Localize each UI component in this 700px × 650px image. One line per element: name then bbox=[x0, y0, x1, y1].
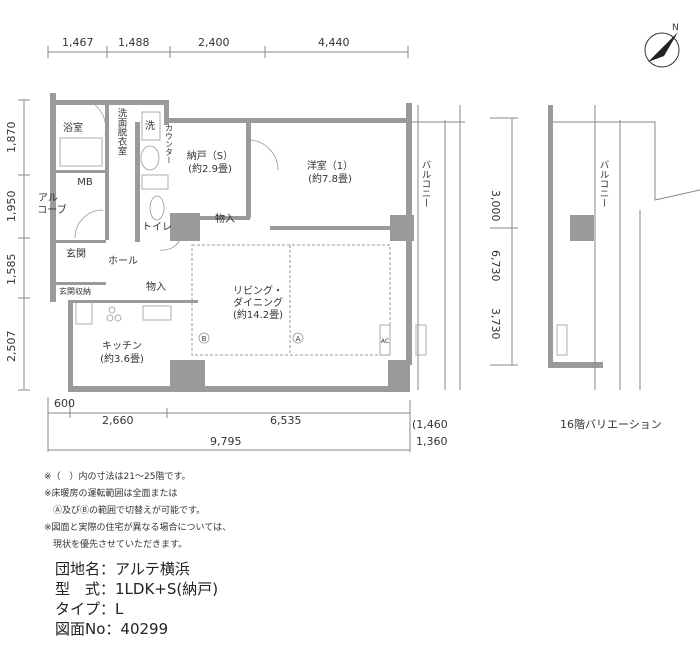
dim-label: 9,795 bbox=[210, 435, 242, 448]
balcony-label: バルコニー bbox=[420, 160, 432, 208]
room-bath: 浴室 bbox=[63, 121, 83, 134]
room-living-size: (約14.2畳) bbox=[233, 308, 283, 321]
drawing-number: 図面No：40299 bbox=[55, 620, 168, 638]
fixtures bbox=[59, 104, 391, 356]
dim-label: 2,660 bbox=[102, 414, 134, 427]
dim-label: 1,950 bbox=[5, 191, 18, 223]
room-western: 洋室（1） bbox=[307, 159, 353, 172]
room-washroom: 洗面脱衣室 bbox=[116, 107, 128, 155]
walls bbox=[50, 93, 414, 392]
dim-label: 2,507 bbox=[5, 331, 18, 363]
property-info: 団地名：アルテ横浜 型 式：1LDK+S(納戸) タイプ：L 図面No：4029… bbox=[55, 560, 218, 638]
dim-label: 1,467 bbox=[62, 36, 94, 49]
dim-label: 3,000 bbox=[489, 190, 502, 222]
variant-label: 16階バリエーション bbox=[560, 417, 662, 431]
type-format: 型 式：1LDK+S(納戸) bbox=[55, 580, 218, 598]
dim-label: 6,535 bbox=[270, 414, 302, 427]
note: ※床暖房の運転範囲は全面または bbox=[44, 487, 178, 499]
room-mb: MB bbox=[77, 177, 93, 188]
dim-label: 4,440 bbox=[318, 36, 350, 49]
note: ※（ ）内の寸法は21～25階です。 bbox=[44, 470, 191, 482]
compass-north: N bbox=[672, 23, 679, 33]
note: ※図面と実際の住宅が異なる場合については、 bbox=[44, 521, 231, 533]
dim-label: 1,488 bbox=[118, 36, 150, 49]
room-shoe-storage: 玄関収納 bbox=[59, 286, 91, 296]
room-storage-size: (約2.9畳) bbox=[188, 162, 232, 175]
dim-label: 6,730 bbox=[489, 250, 502, 282]
room-kitchen: キッチン bbox=[102, 340, 142, 352]
room-closet: 物入 bbox=[146, 280, 166, 293]
type: タイプ：L bbox=[55, 600, 124, 618]
dim-label: 3,730 bbox=[489, 308, 502, 340]
right-dimension-line: 3,000 6,730 3,730 bbox=[489, 117, 518, 366]
dim-label: 1,585 bbox=[5, 254, 18, 286]
room-labels: 浴室 洗面脱衣室 洗 カウンター 納戸（S） (約2.9畳) 洋室（1） (約7… bbox=[37, 107, 389, 365]
room-counter: カウンター bbox=[165, 124, 174, 164]
ac-label: AC bbox=[381, 338, 389, 345]
complex-name: 団地名：アルテ横浜 bbox=[55, 560, 190, 578]
room-toilet: トイレ bbox=[142, 222, 172, 233]
dim-label: 1,870 bbox=[5, 122, 18, 154]
room-hall: ホール bbox=[108, 255, 138, 267]
room-entrance: 玄関 bbox=[66, 247, 86, 260]
room-washer: 洗 bbox=[145, 120, 155, 132]
notes: ※（ ）内の寸法は21～25階です。 ※床暖房の運転範囲は全面または Ⓐ及びⒷの… bbox=[44, 470, 231, 550]
top-dimension-line: 1,467 1,488 2,400 4,440 bbox=[47, 36, 409, 58]
dim-label: (1,460 bbox=[412, 418, 448, 431]
room-kitchen-size: (約3.6畳) bbox=[100, 352, 144, 365]
compass-icon: N bbox=[644, 23, 680, 68]
room-closet: 物入 bbox=[215, 212, 235, 225]
room-alcove: コーブ bbox=[37, 203, 66, 216]
note: 現状を優先させていただきます。 bbox=[44, 538, 187, 550]
variant-16f: バルコニー 16階バリエーション bbox=[548, 105, 700, 431]
zone-a-marker: A bbox=[296, 335, 301, 343]
dim-label: 600 bbox=[54, 397, 75, 410]
balcony: バルコニー bbox=[412, 105, 465, 390]
dim-label: 1,360 bbox=[416, 435, 448, 448]
room-storage: 納戸（S） bbox=[187, 149, 233, 162]
room-western-size: (約7.8畳) bbox=[308, 172, 352, 185]
room-living: リビング・ bbox=[233, 284, 283, 297]
note: Ⓐ及びⒷの範囲で切替えが可能です。 bbox=[44, 504, 205, 516]
room-alcove: アル bbox=[38, 193, 58, 204]
zone-b-marker: B bbox=[202, 335, 207, 343]
dim-label: 2,400 bbox=[198, 36, 230, 49]
balcony-variant-label: バルコニー bbox=[598, 160, 610, 208]
bottom-dimension-line: 600 2,660 6,535 9,795 (1,460 1,360 bbox=[47, 397, 448, 452]
room-living: ダイニング bbox=[233, 296, 283, 309]
left-dimension-line: 1,870 1,950 1,585 2,507 bbox=[5, 99, 30, 391]
